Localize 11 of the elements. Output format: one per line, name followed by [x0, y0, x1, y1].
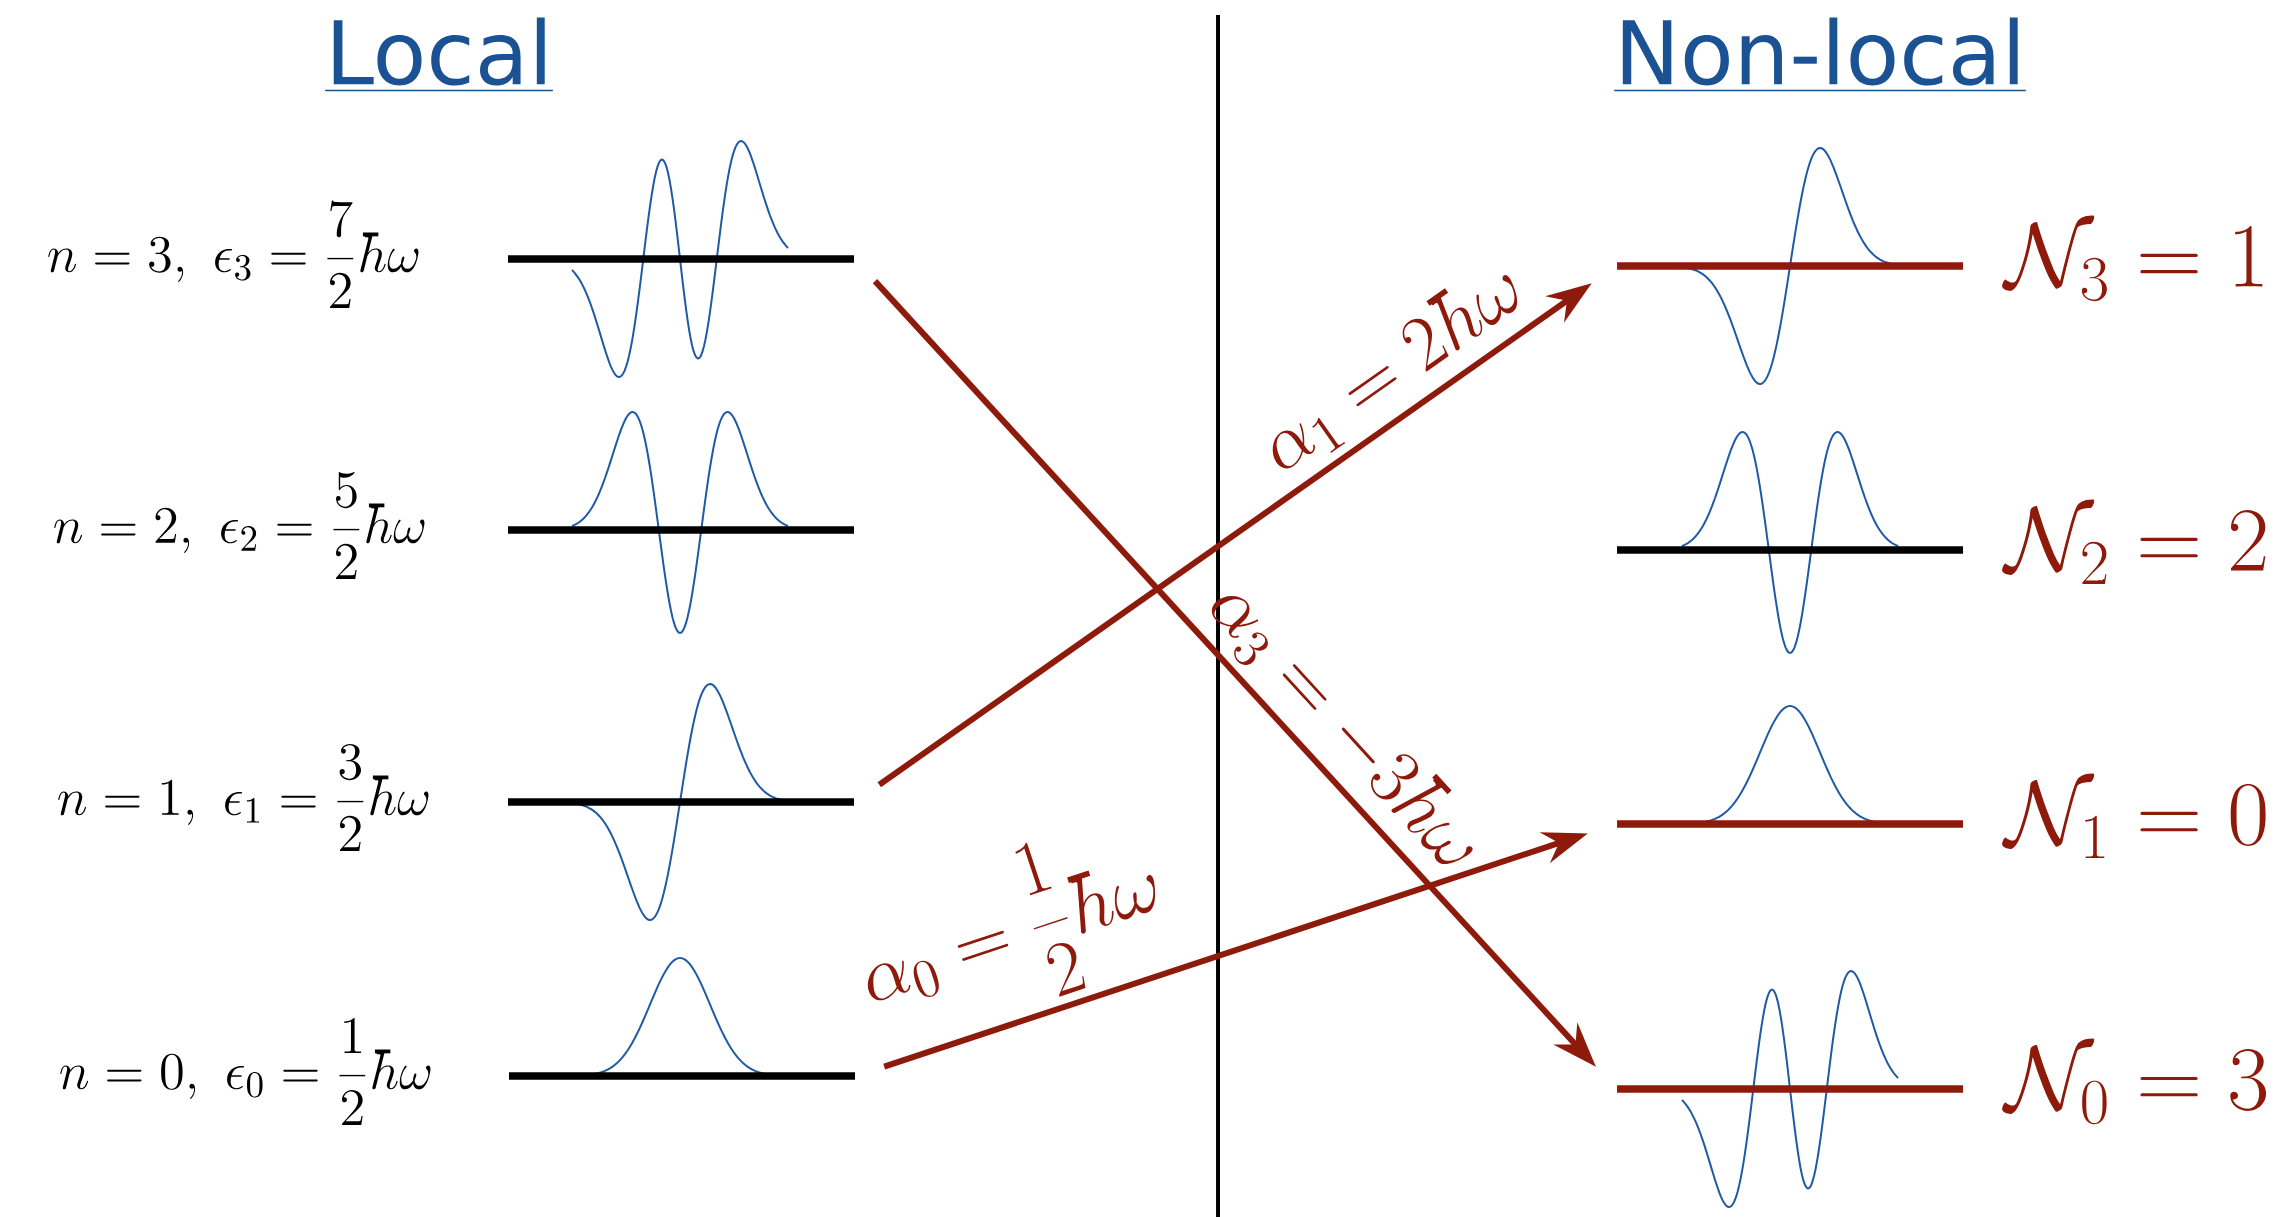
level-label: $n = 2,\ \epsilon_2 = \frac{5}{2}\hbar\omega$	[54, 472, 425, 579]
level-label: $n = 3,\ \epsilon_3 = \frac{7}{2}\hbar\omega$	[48, 200, 419, 308]
level-label: $\mathcal{N}_2 = 2$	[2002, 499, 2266, 585]
level-label: $n = 0,\ \epsilon_0 = \frac{1}{2}\hbar\omega$	[60, 1018, 431, 1125]
level-label: $n = 1,\ \epsilon_1 = \frac{3}{2}\hbar\omega$	[58, 744, 429, 851]
section-title: Local	[324, 17, 554, 92]
section-title: Non-local	[1613, 17, 2027, 92]
level-label: $\mathcal{N}_1 = 0$	[2002, 773, 2266, 859]
edge-label: $\alpha_0 = \frac{1}{2}\hbar\omega$	[867, 842, 1156, 1001]
level-label: $\mathcal{N}_0 = 3$	[2002, 1038, 2267, 1125]
level-label: $\mathcal{N}_3 = 1$	[2002, 215, 2263, 302]
